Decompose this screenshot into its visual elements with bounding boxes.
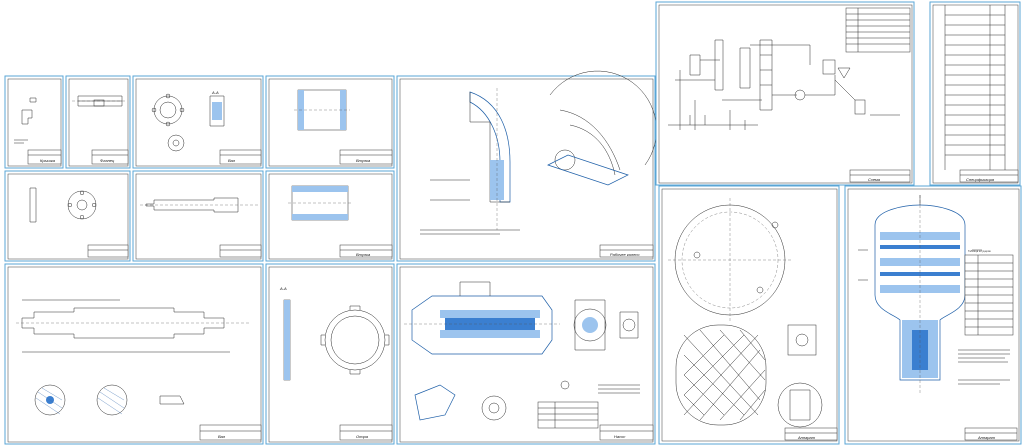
sheet-pump: Насос — [396, 263, 656, 445]
sheet-title: Фланец — [100, 158, 115, 163]
sheet-title: Аппарат — [797, 435, 816, 440]
sheet-support: А-А Опора — [265, 263, 395, 445]
sheet-title: Опора — [356, 434, 369, 439]
sheet-s2: Фланец — [65, 75, 131, 169]
sheet-s5 — [132, 170, 264, 262]
sheet-apparatus-2: Таблица штуцеров Аппарат — [844, 185, 1022, 445]
sheet-shaft: Вал — [4, 263, 264, 445]
sheet-title: Насос — [614, 434, 625, 439]
sheet-title: Вал — [228, 158, 236, 163]
sheet-scheme: Схема — [655, 1, 915, 186]
sheet-title: Аппарат — [977, 435, 996, 440]
sheet-s4 — [4, 170, 131, 262]
sheet-specification: Спецификация — [929, 1, 1021, 186]
sheet-apparatus-1: Аппарат — [658, 185, 840, 445]
sheet-title: Спецификация — [966, 177, 995, 182]
sheet-title: Схема — [868, 177, 881, 182]
sheet-title: Рабочее колесо — [610, 252, 640, 257]
sheet-s3: А-А Вал — [132, 75, 264, 169]
sheet-title: Крышка — [40, 158, 56, 163]
sheet-title: Вал — [218, 434, 226, 439]
sheet-title: Втулка — [356, 158, 371, 163]
section-label: А-А — [279, 286, 287, 291]
section-label: А-А — [211, 90, 219, 95]
sheet-impeller: Рабочее колесо — [396, 70, 657, 262]
sheet-bushing-2: Втулка — [265, 170, 395, 262]
sheet-s1: Крышка — [4, 75, 64, 169]
sheet-title: Втулка — [356, 252, 371, 257]
sheet-bushing-1: Втулка — [265, 75, 395, 169]
table-caption: Таблица штуцеров — [968, 249, 991, 253]
